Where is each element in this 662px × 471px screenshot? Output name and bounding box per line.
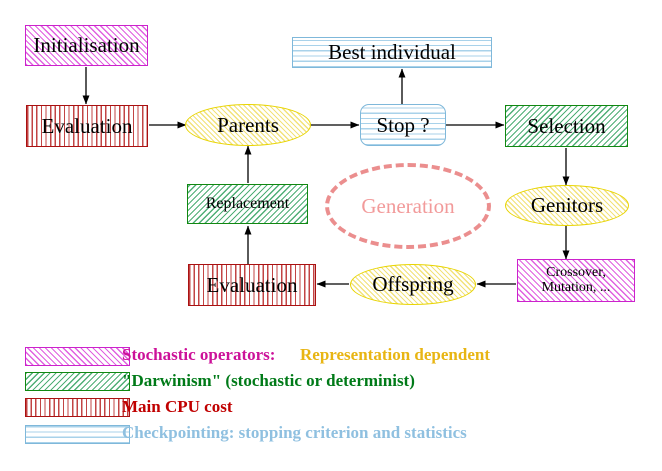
legend-label-main-cpu-cost: Main CPU cost — [122, 397, 233, 416]
node-parents[interactable]: Parents — [185, 104, 311, 146]
node-offspring[interactable]: Offspring — [350, 264, 476, 305]
legend-swatch-main-cpu-cost — [25, 398, 130, 417]
node-crossover-mutation-label: Crossover, Mutation, ... — [541, 264, 611, 295]
legend-swatch-stochastic-operators — [25, 347, 130, 366]
legend-label-checkpointing: Checkpointing: stopping criterion and st… — [122, 423, 467, 442]
node-evaluation-bottom[interactable]: Evaluation — [188, 264, 316, 306]
node-selection-label: Selection — [527, 113, 606, 138]
node-genitors[interactable]: Genitors — [505, 185, 629, 226]
node-evaluation-top[interactable]: Evaluation — [26, 105, 148, 147]
node-best-individual-label: Best individual — [328, 40, 456, 65]
node-evaluation-bottom-label: Evaluation — [206, 272, 298, 297]
node-evaluation-top-label: Evaluation — [41, 113, 133, 138]
node-crossover-mutation[interactable]: Crossover, Mutation, ... — [517, 259, 635, 302]
node-offspring-label: Offspring — [372, 272, 454, 297]
node-generation-label: Generation — [361, 193, 455, 218]
node-replacement[interactable]: Replacement — [187, 184, 308, 224]
node-genitors-label: Genitors — [530, 193, 604, 218]
legend-label-darwinism: "Darwinism" (stochastic or determinist) — [122, 371, 415, 390]
legend-swatch-darwinism — [25, 372, 130, 391]
node-selection[interactable]: Selection — [505, 105, 628, 147]
node-initialisation-label: Initialisation — [33, 33, 140, 58]
node-stop[interactable]: Stop ? — [360, 104, 446, 146]
node-generation-boundary: Generation — [325, 163, 491, 249]
legend-label-stochastic-operators: Stochastic operators: — [122, 345, 276, 364]
node-stop-label: Stop ? — [376, 112, 430, 137]
node-initialisation[interactable]: Initialisation — [25, 25, 148, 66]
legend-swatch-checkpointing — [25, 425, 130, 444]
node-replacement-label: Replacement — [205, 194, 290, 212]
node-best-individual[interactable]: Best individual — [292, 37, 492, 68]
node-parents-label: Parents — [217, 112, 279, 137]
legend-label-representation-dependent: Representation dependent — [300, 345, 490, 364]
